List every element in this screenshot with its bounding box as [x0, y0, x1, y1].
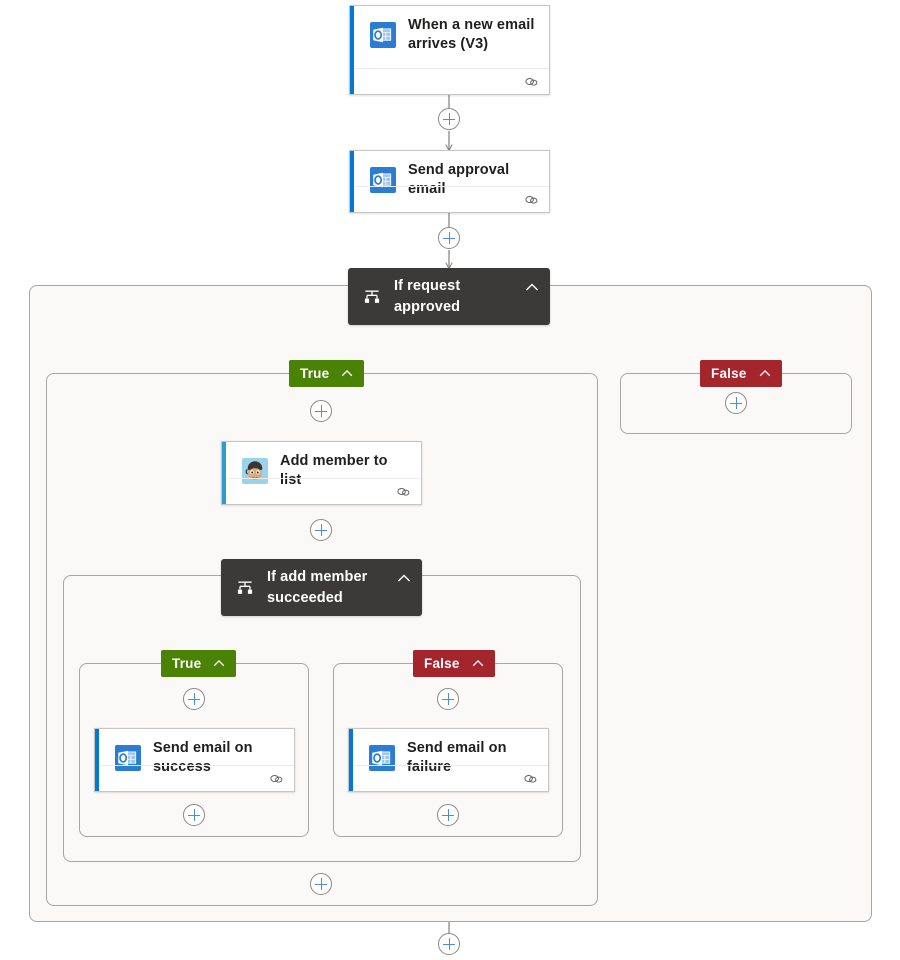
- chevron-up-icon[interactable]: [396, 571, 412, 587]
- branch-badge-outer-false[interactable]: False: [700, 360, 782, 387]
- outlook-icon: [370, 22, 396, 48]
- link-icon[interactable]: [524, 75, 539, 88]
- branch-label: False: [711, 366, 747, 381]
- action-card-send-email-on-failure[interactable]: Send email on failure: [348, 728, 549, 792]
- add-step-button-inner-true-top[interactable]: [183, 688, 205, 710]
- condition-icon: [237, 581, 253, 594]
- add-step-button-after-send-approval-email[interactable]: [438, 227, 460, 249]
- action-card-add-member-to-list[interactable]: Add member to list: [221, 441, 422, 505]
- action-card-send-approval-email[interactable]: Send approval email: [349, 150, 550, 213]
- add-step-button-after-trigger[interactable]: [438, 108, 460, 130]
- card-accent-bar: [350, 6, 354, 94]
- outlook-icon: [370, 167, 396, 193]
- branch-badge-inner-true[interactable]: True: [161, 650, 237, 677]
- card-title: Add member to list: [280, 453, 388, 488]
- condition-card-if-request-approved[interactable]: If request approved: [348, 268, 550, 325]
- card-footer: [100, 765, 294, 791]
- link-icon[interactable]: [396, 485, 411, 498]
- card-accent-bar: [349, 729, 353, 791]
- condition-icon: [364, 290, 380, 303]
- trigger-card-when-a-new-email-arrives[interactable]: When a new email arrives (V3): [349, 5, 550, 95]
- link-icon[interactable]: [524, 193, 539, 206]
- chevron-up-icon[interactable]: [212, 657, 226, 671]
- chevron-up-icon[interactable]: [340, 367, 354, 381]
- outlook-icon: [115, 745, 141, 771]
- condition-card-if-add-member-succeeded[interactable]: If add member succeeded: [221, 559, 422, 616]
- card-footer: [227, 478, 421, 504]
- link-icon[interactable]: [523, 772, 538, 785]
- outlook-icon: [369, 745, 395, 771]
- card-accent-bar: [95, 729, 99, 791]
- add-step-button-after-send-email-on-failure[interactable]: [437, 804, 459, 826]
- card-title: When a new email arrives (V3): [408, 17, 535, 52]
- card-accent-bar: [222, 442, 226, 504]
- branch-label: False: [424, 656, 460, 671]
- chevron-up-icon[interactable]: [758, 367, 772, 381]
- action-card-send-email-on-success[interactable]: Send email on success: [94, 728, 295, 792]
- add-step-button-outer-false-branch[interactable]: [725, 392, 747, 414]
- card-title: Send email on success: [153, 740, 253, 775]
- card-footer: [354, 765, 548, 791]
- add-step-button-after-condition-scope[interactable]: [438, 933, 460, 955]
- condition-title: If request approved: [394, 277, 461, 315]
- add-step-button-after-send-email-on-success[interactable]: [183, 804, 205, 826]
- chevron-up-icon[interactable]: [524, 280, 540, 296]
- chevron-up-icon[interactable]: [471, 657, 485, 671]
- mailchimp-icon: [242, 458, 268, 484]
- card-footer: [355, 186, 549, 212]
- branch-label: True: [172, 656, 202, 671]
- add-step-button-outer-true-top[interactable]: [310, 400, 332, 422]
- branch-label: True: [300, 366, 330, 381]
- card-title: Send email on failure: [407, 740, 507, 775]
- card-title: Send approval email: [408, 162, 510, 197]
- branch-badge-outer-true[interactable]: True: [289, 360, 365, 387]
- link-icon[interactable]: [269, 772, 284, 785]
- add-step-button-after-add-member-to-list[interactable]: [310, 519, 332, 541]
- card-accent-bar: [350, 151, 354, 212]
- branch-badge-inner-false[interactable]: False: [413, 650, 495, 677]
- card-footer: [355, 68, 549, 94]
- condition-title: If add member succeeded: [267, 568, 368, 606]
- add-step-button-inner-false-top[interactable]: [437, 688, 459, 710]
- add-step-button-outer-true-bottom[interactable]: [310, 873, 332, 895]
